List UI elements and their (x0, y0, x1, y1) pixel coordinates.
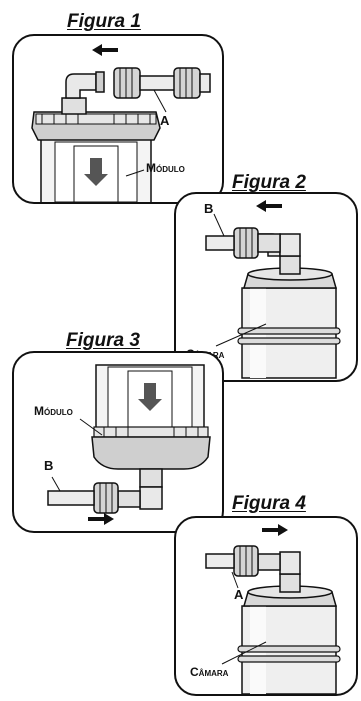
label-a: A (160, 113, 170, 128)
figure-1-title: Figura 1 (67, 11, 141, 32)
label-b: B (44, 458, 54, 473)
figure-1-panel: A Módulo (12, 34, 224, 204)
figure-4-illustration (205, 524, 341, 694)
arrow-right-icon (88, 513, 114, 525)
arrow-left-icon (256, 200, 282, 212)
arrow-right-icon (262, 524, 288, 536)
figure-3-title: Figura 3 (66, 330, 140, 351)
figure-1-illustration (31, 44, 211, 202)
label-a: A (234, 587, 244, 602)
figure-2-title: Figura 2 (232, 172, 306, 193)
figure-3-illustration (47, 364, 211, 525)
figure-4-panel: A Câmara (174, 516, 358, 696)
label-b: B (204, 201, 214, 216)
figure-2-illustration (205, 200, 341, 379)
figure-3-panel: Módulo B (12, 351, 224, 533)
figure-4-title: Figura 4 (232, 493, 306, 514)
label-module: Módulo (34, 404, 73, 418)
arrow-left-icon (92, 44, 118, 56)
label-module: Módulo (146, 161, 185, 175)
label-chamber: Câmara (190, 665, 229, 679)
